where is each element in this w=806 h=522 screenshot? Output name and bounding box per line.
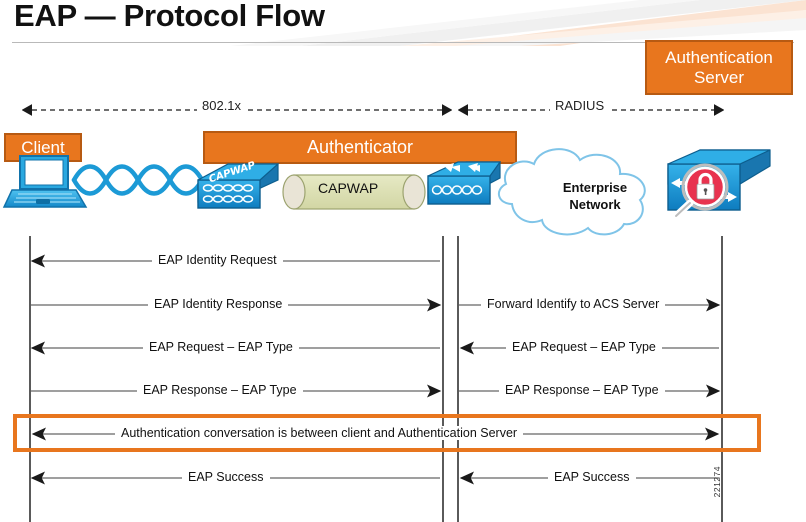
message-arrows bbox=[30, 254, 721, 485]
lifeline-controller bbox=[457, 236, 459, 522]
title-divider bbox=[12, 42, 794, 43]
lifeline-access-point bbox=[442, 236, 444, 522]
span-802-1x: 802.1x bbox=[22, 98, 452, 121]
page-title: EAP — Protocol Flow bbox=[14, 0, 325, 33]
span-label-802-1x: 802.1x bbox=[197, 98, 247, 113]
message-label-auth-conversation: Authentication conversation is between c… bbox=[115, 426, 524, 440]
enterprise-network-label: Enterprise Network bbox=[549, 180, 641, 213]
capwap-tunnel-icon bbox=[282, 174, 426, 210]
lifeline-client bbox=[29, 236, 31, 522]
message-label-eap-identity-response: EAP Identity Response bbox=[148, 297, 289, 311]
acs-security-appliance-icon bbox=[667, 149, 771, 220]
span-radius: RADIUS bbox=[458, 98, 724, 121]
enterprise-cloud-icon bbox=[497, 148, 646, 236]
enterprise-line1: Enterprise bbox=[562, 180, 628, 195]
access-point-icon: CAPWAP bbox=[197, 160, 280, 209]
label-box-authentication-server[interactable]: Authentication Server bbox=[645, 40, 793, 95]
decorative-banner bbox=[230, 0, 806, 46]
highlight-box-auth-conversation[interactable] bbox=[13, 414, 761, 452]
auth-server-line1: Authentication bbox=[665, 47, 773, 67]
lifeline-auth-server bbox=[721, 236, 723, 522]
client-label: Client bbox=[21, 137, 65, 157]
message-label-eap-success-right: EAP Success bbox=[548, 470, 636, 484]
capwap-tunnel-label: CAPWAP bbox=[318, 180, 379, 196]
message-label-eap-success-left: EAP Success bbox=[182, 470, 270, 484]
message-label-eap-request-type: EAP Request – EAP Type bbox=[143, 340, 299, 354]
message-label-eap-response-type: EAP Response – EAP Type bbox=[137, 383, 303, 397]
auth-server-line2: Server bbox=[693, 67, 745, 87]
wlan-controller-icon bbox=[427, 161, 502, 205]
label-box-authenticator[interactable]: Authenticator bbox=[203, 131, 517, 164]
span-label-radius: RADIUS bbox=[550, 98, 610, 113]
enterprise-line2: Network bbox=[569, 196, 621, 212]
wireless-link-icon bbox=[71, 164, 205, 196]
network-topology-graphic: CAPWAP bbox=[2, 148, 771, 236]
sequence-diagram: EAP Identity Request EAP Identity Respon… bbox=[0, 236, 806, 522]
authenticator-label: Authenticator bbox=[306, 137, 414, 158]
figure-id: 221274 bbox=[712, 466, 722, 498]
label-box-client[interactable]: Client bbox=[4, 133, 82, 162]
message-label-eap-request-type-right: EAP Request – EAP Type bbox=[506, 340, 662, 354]
laptop-icon bbox=[2, 155, 88, 208]
message-label-eap-response-type-right: EAP Response – EAP Type bbox=[499, 383, 665, 397]
message-label-forward-identify: Forward Identify to ACS Server bbox=[481, 297, 666, 311]
message-label-eap-identity-request: EAP Identity Request bbox=[152, 253, 283, 267]
